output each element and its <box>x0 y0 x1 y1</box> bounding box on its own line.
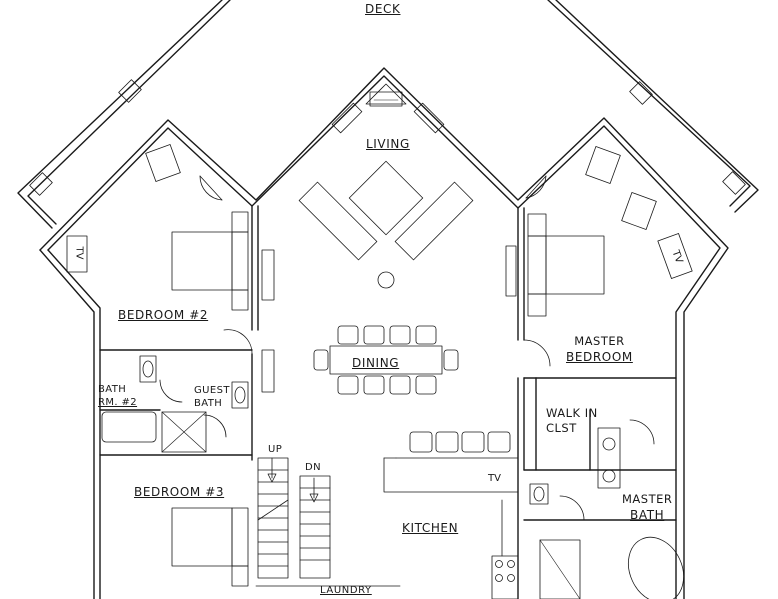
guest-bath-line2: BATH <box>194 398 223 409</box>
living-furniture <box>298 102 474 289</box>
door-swings <box>159 175 655 521</box>
bedroom3-furniture <box>171 507 249 587</box>
room-label-dining: DINING <box>352 356 400 370</box>
walk-in-line1: WALK IN <box>546 406 598 420</box>
room-label-bedroom-2: BEDROOM #2 <box>118 308 209 322</box>
room-label-deck: DECK <box>365 2 401 16</box>
master-bedroom-line1: MASTER <box>574 334 625 348</box>
tv-label-bedroom-2: TV <box>73 246 85 260</box>
room-label-master-bedroom: MASTER BEDROOM <box>566 334 633 364</box>
bedroom2-furniture <box>66 144 275 311</box>
master-bedroom-furniture <box>505 146 693 317</box>
bath2-line1: BATH <box>98 384 127 395</box>
deck-outline <box>17 0 759 229</box>
guest-bath-line1: GUEST <box>194 385 230 396</box>
interior-walls <box>99 205 677 599</box>
stair-label-down: DN <box>305 462 321 473</box>
room-label-walk-in-closet: WALK IN CLST <box>546 406 598 435</box>
room-label-kitchen: KITCHEN <box>402 521 459 535</box>
room-label-laundry: LAUNDRY <box>320 585 372 596</box>
room-label-guest-bath: GUEST BATH <box>194 386 230 409</box>
kitchen-fixtures <box>255 431 519 599</box>
room-label-bath-2: BATH RM. #2 <box>98 385 137 408</box>
room-label-bedroom-3: BEDROOM #3 <box>134 485 225 499</box>
stair-runs <box>257 457 331 579</box>
master-bedroom-line2: BEDROOM <box>566 349 633 364</box>
tv-label-kitchen: TV <box>488 473 501 484</box>
master-bath-line2: BATH <box>630 507 665 522</box>
walk-in-line2: CLST <box>546 420 577 435</box>
fireplace <box>365 83 407 107</box>
room-label-living: LIVING <box>366 137 410 151</box>
stair-label-up: UP <box>268 444 283 455</box>
master-bath-line1: MASTER <box>622 492 673 506</box>
bath-fixtures <box>101 355 684 599</box>
room-label-master-bath: MASTER BATH <box>622 492 673 522</box>
dining-table <box>261 325 459 395</box>
bath2-line2: RM. #2 <box>98 397 138 408</box>
